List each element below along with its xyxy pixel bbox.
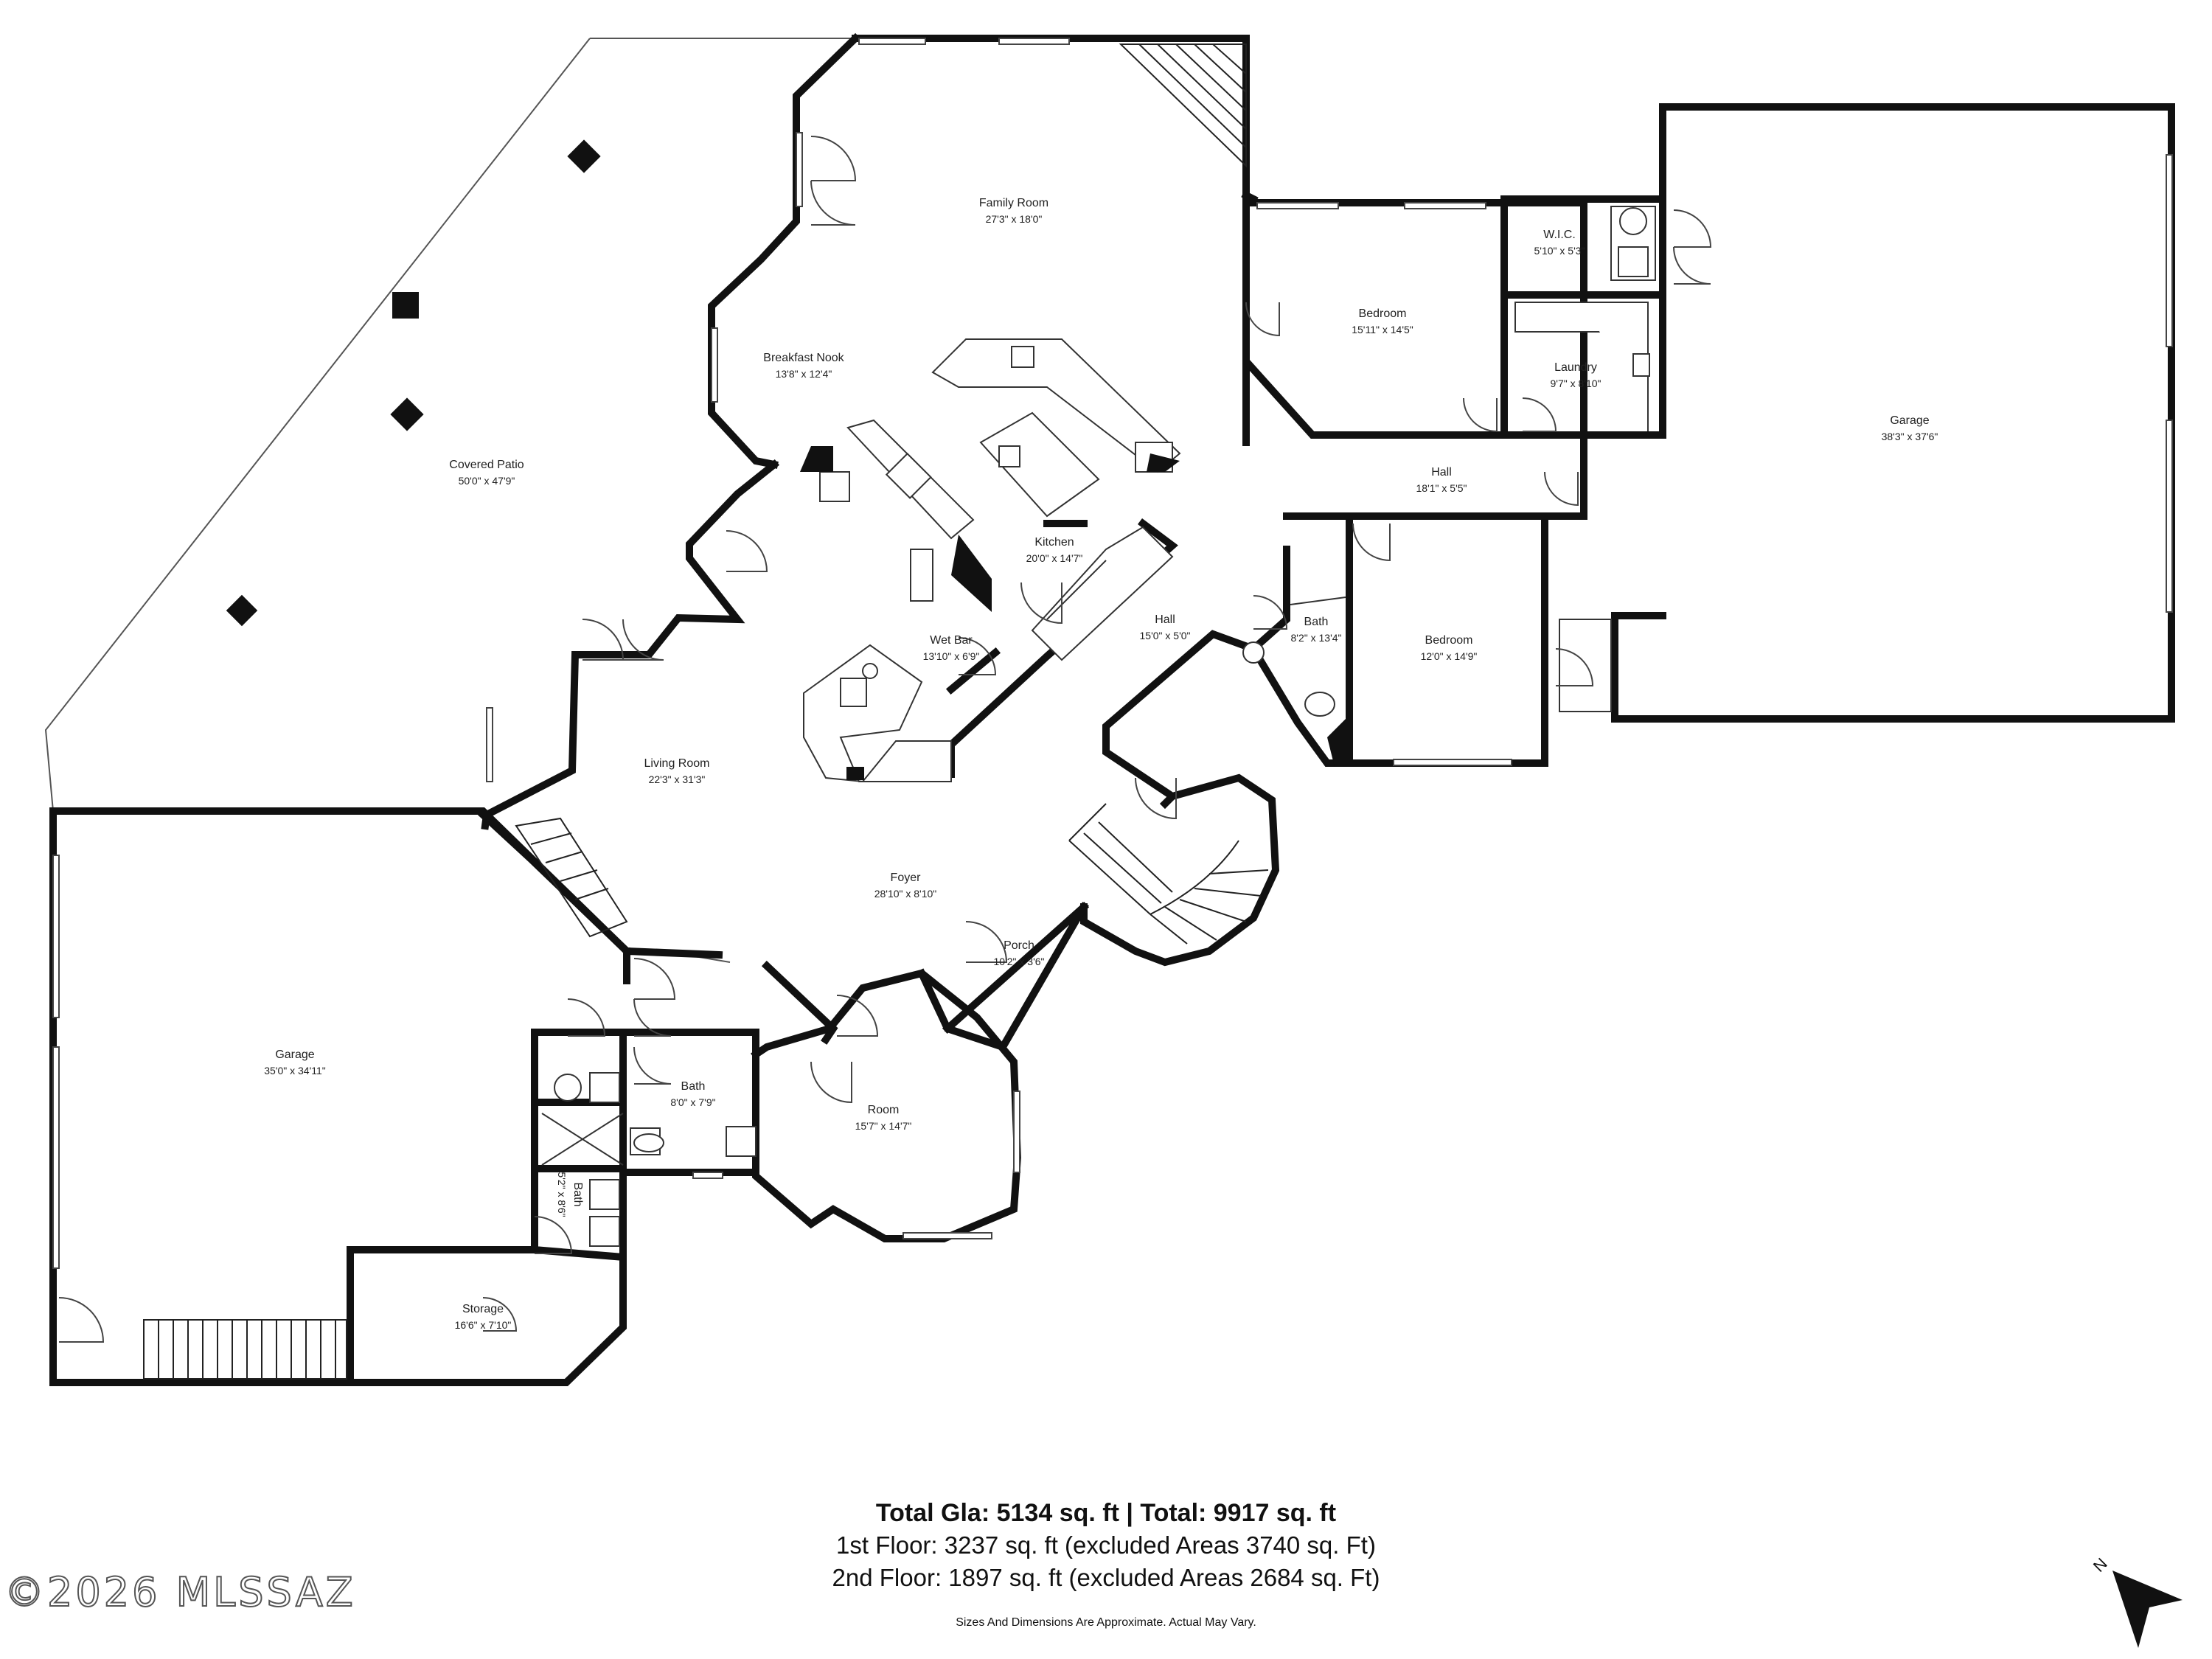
room-dim: 16'6" x 7'10"	[455, 1319, 512, 1331]
room-dim: 18'1" x 5'5"	[1416, 482, 1467, 494]
room-dim: 13'10" x 6'9"	[923, 650, 980, 662]
room-dim: 28'10" x 8'10"	[874, 888, 937, 900]
stairs-living-room	[515, 817, 628, 938]
room-name: Kitchen	[1034, 536, 1074, 549]
kitchen-column	[951, 535, 992, 612]
windows	[52, 38, 2173, 1269]
patio-post	[567, 139, 601, 173]
room-dim: 20'0" x 14'7"	[1026, 552, 1083, 564]
door-swings	[58, 136, 1712, 1343]
stairs-family-room	[1119, 44, 1247, 168]
room-name: Breakfast Nook	[763, 352, 844, 364]
room-dim: 12'0" x 14'9"	[1421, 650, 1478, 662]
room-name: Room	[868, 1104, 900, 1116]
room-dim: 15'11" x 14'5"	[1352, 324, 1413, 335]
room-name: W.I.C.	[1543, 229, 1576, 241]
room-name: Living Room	[644, 757, 710, 770]
room-dim: 22'3" x 31'3"	[649, 773, 706, 785]
garage-closet	[1559, 619, 1612, 712]
room-name: Wet Bar	[930, 634, 973, 647]
room-name: Hall	[1155, 613, 1175, 626]
north-arrow-icon: N	[2090, 1554, 2183, 1648]
bedroom-wing-walls	[1242, 103, 2175, 723]
room-name: Garage	[275, 1048, 314, 1061]
room-name: Bedroom	[1425, 634, 1473, 647]
mls-watermark: ©2026 MLSSAZ	[4, 1568, 356, 1616]
room-dim: 15'0" x 5'0"	[1140, 630, 1191, 641]
compass-arrow	[2112, 1571, 2183, 1648]
patio-post	[392, 292, 419, 319]
room-dim: 27'3" x 18'0"	[986, 213, 1043, 225]
room-dim: 10'2" x 3'6"	[994, 956, 1045, 967]
wet-bar-counter	[803, 644, 952, 783]
room-dim: 9'7" x 8'10"	[1551, 378, 1601, 389]
room-name: Porch	[1004, 939, 1034, 952]
family-column	[1147, 453, 1180, 472]
room-name: Foyer	[891, 872, 922, 884]
wet-bar-fridge	[910, 549, 933, 602]
room-name: Covered Patio	[449, 459, 524, 471]
room-name: Bath	[1304, 616, 1329, 628]
room-dim: 5'2" x 8'6"	[556, 1172, 568, 1217]
room-dim: 5'10" x 5'3"	[1534, 245, 1585, 257]
kitchen-island	[979, 411, 1100, 518]
room-name: Bath	[681, 1080, 706, 1093]
living-room-walls	[477, 809, 838, 1045]
room-name: Hall	[1431, 466, 1452, 479]
left-bath-fixtures	[541, 1072, 757, 1247]
stairs-foyer-curved	[1068, 803, 1269, 945]
stairs-garage	[143, 1319, 347, 1380]
disclaimer: Sizes And Dimensions Are Approximate. Ac…	[956, 1616, 1256, 1629]
pantry-shelving	[1031, 526, 1174, 661]
room-name: Bath	[571, 1183, 584, 1207]
room-name: Garage	[1890, 414, 1929, 427]
room-dim: 13'8" x 12'4"	[776, 368, 832, 380]
room-dim: 38'3" x 37'6"	[1882, 431, 1938, 442]
room-labels: Family Room 27'3" x 18'0" Breakfast Nook…	[264, 197, 1938, 1331]
total-area: Total Gla: 5134 sq. ft | Total: 9917 sq.…	[875, 1499, 1337, 1527]
room-name: Storage	[462, 1303, 504, 1315]
room-dim: 15'7" x 14'7"	[855, 1120, 912, 1132]
laundry-fixtures	[1514, 302, 1650, 431]
nook-column	[800, 446, 833, 472]
room-name: Laundry	[1554, 361, 1597, 374]
patio-post	[390, 397, 424, 431]
water-heater	[1610, 206, 1656, 281]
patio-post	[226, 594, 258, 627]
room-dim: 8'0" x 7'9"	[670, 1096, 715, 1108]
compass-label: N	[2090, 1554, 2111, 1576]
area-summary: Total Gla: 5134 sq. ft | Total: 9917 sq.…	[627, 1497, 1585, 1630]
first-floor-area: 1st Floor: 3237 sq. ft (excluded Areas 3…	[836, 1531, 1376, 1559]
room-dim: 50'0" x 47'9"	[459, 475, 515, 487]
bath-right-fixtures	[1242, 597, 1349, 767]
left-garage-walls	[49, 807, 1090, 1386]
room-name: Family Room	[979, 197, 1048, 209]
kitchen-range-counter	[819, 419, 975, 540]
room-dim: 8'2" x 13'4"	[1291, 632, 1342, 644]
room-name: Bedroom	[1359, 307, 1407, 320]
second-floor-area: 2nd Floor: 1897 sq. ft (excluded Areas 2…	[832, 1564, 1380, 1591]
room-dim: 35'0" x 34'11"	[264, 1065, 326, 1077]
